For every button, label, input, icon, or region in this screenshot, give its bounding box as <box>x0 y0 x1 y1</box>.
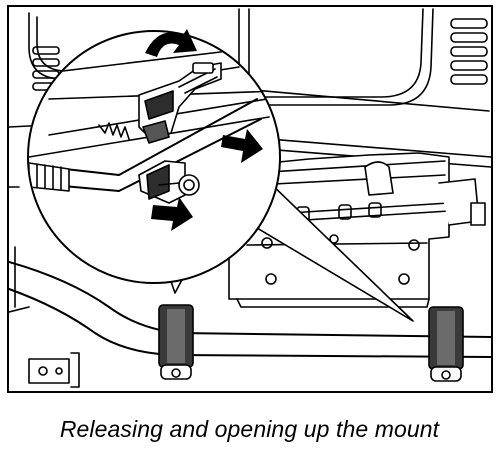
stabilizer-bar <box>9 261 491 388</box>
technical-illustration <box>7 5 493 393</box>
rotate-arrow-icon <box>145 29 197 57</box>
mount-drawing <box>9 8 491 388</box>
hose-end <box>29 162 70 192</box>
mount-clamp-upper <box>138 62 222 144</box>
push-arrow-icon <box>221 129 263 163</box>
ribbed-cover <box>450 18 488 85</box>
rubber-mount-left <box>158 304 194 380</box>
detail-magnifier <box>27 30 281 284</box>
figure-caption: Releasing and opening up the mount <box>59 416 440 442</box>
mount-clamp-lower <box>138 160 200 204</box>
push-arrow-icon-lower <box>151 197 193 231</box>
rubber-mount-right <box>428 306 464 382</box>
spring-icon <box>98 122 130 140</box>
